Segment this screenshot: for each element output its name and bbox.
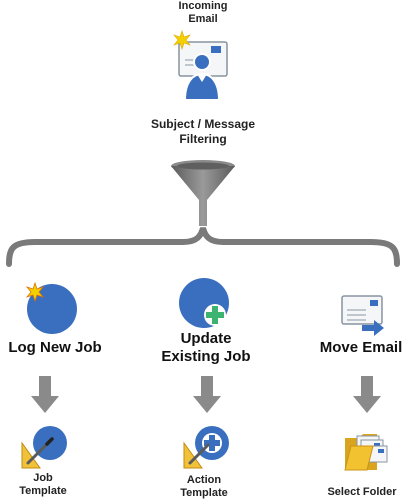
filter-label: Subject / Message Filtering <box>118 117 288 147</box>
folder-icon <box>344 434 388 471</box>
incoming-email-label-line2: Email <box>188 13 218 25</box>
branch-update-job-title: Update Existing Job <box>146 330 266 366</box>
branch-title-line2: Existing Job <box>161 348 251 365</box>
result-line1: Action <box>186 474 222 486</box>
move-email-icon <box>341 295 384 336</box>
branch-title-line1: Log New Job <box>8 339 102 356</box>
brace-connector <box>6 227 400 267</box>
filter-label-line1: Subject / Message <box>150 117 256 131</box>
select-folder-label: Select Folder <box>318 486 406 499</box>
filter-label-line2: Filtering <box>179 132 227 146</box>
branch-move-email-title: Move Email <box>306 339 406 357</box>
update-job-icon <box>179 278 229 328</box>
branch-title-line1: Update <box>180 330 232 347</box>
result-line2: Template <box>19 485 67 497</box>
incoming-email-label-line1: Incoming <box>178 0 228 12</box>
branch-title-line1: Move Email <box>319 339 403 356</box>
funnel-icon <box>171 160 235 226</box>
new-job-icon <box>25 281 77 334</box>
down-arrow-icon <box>31 376 59 413</box>
down-arrow-icon <box>193 376 221 413</box>
branch-log-new-job-title: Log New Job <box>0 339 110 357</box>
incoming-email-label: Incoming Email <box>163 0 243 26</box>
result-line2: Template <box>180 487 228 499</box>
action-template-label: Action Template <box>169 474 239 500</box>
job-template-icon <box>21 426 67 469</box>
down-arrow-icon <box>353 376 381 413</box>
result-line1: Select Folder <box>327 486 397 498</box>
result-line1: Job <box>33 472 53 484</box>
action-template-icon <box>183 426 229 469</box>
email-person-icon <box>173 30 228 101</box>
job-template-label: Job Template <box>8 472 78 498</box>
